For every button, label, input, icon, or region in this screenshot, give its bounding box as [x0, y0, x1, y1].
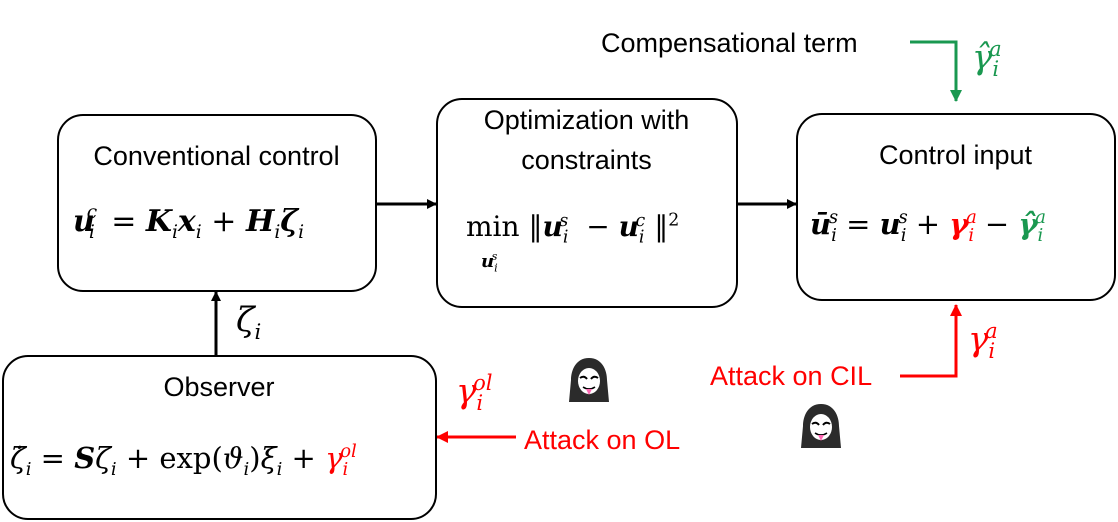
control-input-title: Control input [878, 140, 1033, 170]
observer-title: Observer [163, 372, 275, 402]
optimization-subscript: uis [481, 250, 498, 275]
attack-ol-symbol: γiol [456, 370, 493, 416]
compensational-term-symbol: γ̂ia [972, 36, 1002, 82]
compensational-term-label: Compensational term [601, 28, 858, 58]
attack-cil-label: Attack on CIL [710, 361, 873, 391]
attack-ol-label: Attack on OL [524, 425, 681, 455]
control-input-equation: ūis= uis+ γia− γ̂ia [810, 207, 1046, 246]
hacker-icon [569, 358, 609, 402]
conventional-control-title: Conventional control [93, 141, 340, 171]
conventional-control-block: Conventional control uic= Kixi + Hiζi [57, 114, 377, 292]
conventional-control-equation: uic= Kixi + Hiζi [73, 202, 305, 243]
observer-equation: ζ̇i = Sζi + exp(ϑi)ξi + γiol [10, 441, 357, 480]
optimization-title-line2: constraints [521, 145, 652, 175]
arrow-attack-cil [900, 304, 962, 378]
arrow-compensational-term [910, 40, 962, 102]
observer-output-symbol: ζi [236, 300, 262, 344]
observer-block: Observer ζ̇i = Sζi + exp(ϑi)ξi + γiol [2, 355, 437, 520]
attack-cil-symbol: γia [968, 318, 998, 364]
control-input-block: Control input ūis= uis+ γia− γ̂ia [796, 113, 1116, 301]
optimization-title-line1: Optimization with [483, 105, 690, 135]
optimization-equation: min ‖uis − uic‖2 [466, 210, 680, 248]
optimization-block: Optimization with constraints min ‖uis −… [436, 98, 738, 308]
hacker-icon [801, 404, 841, 448]
